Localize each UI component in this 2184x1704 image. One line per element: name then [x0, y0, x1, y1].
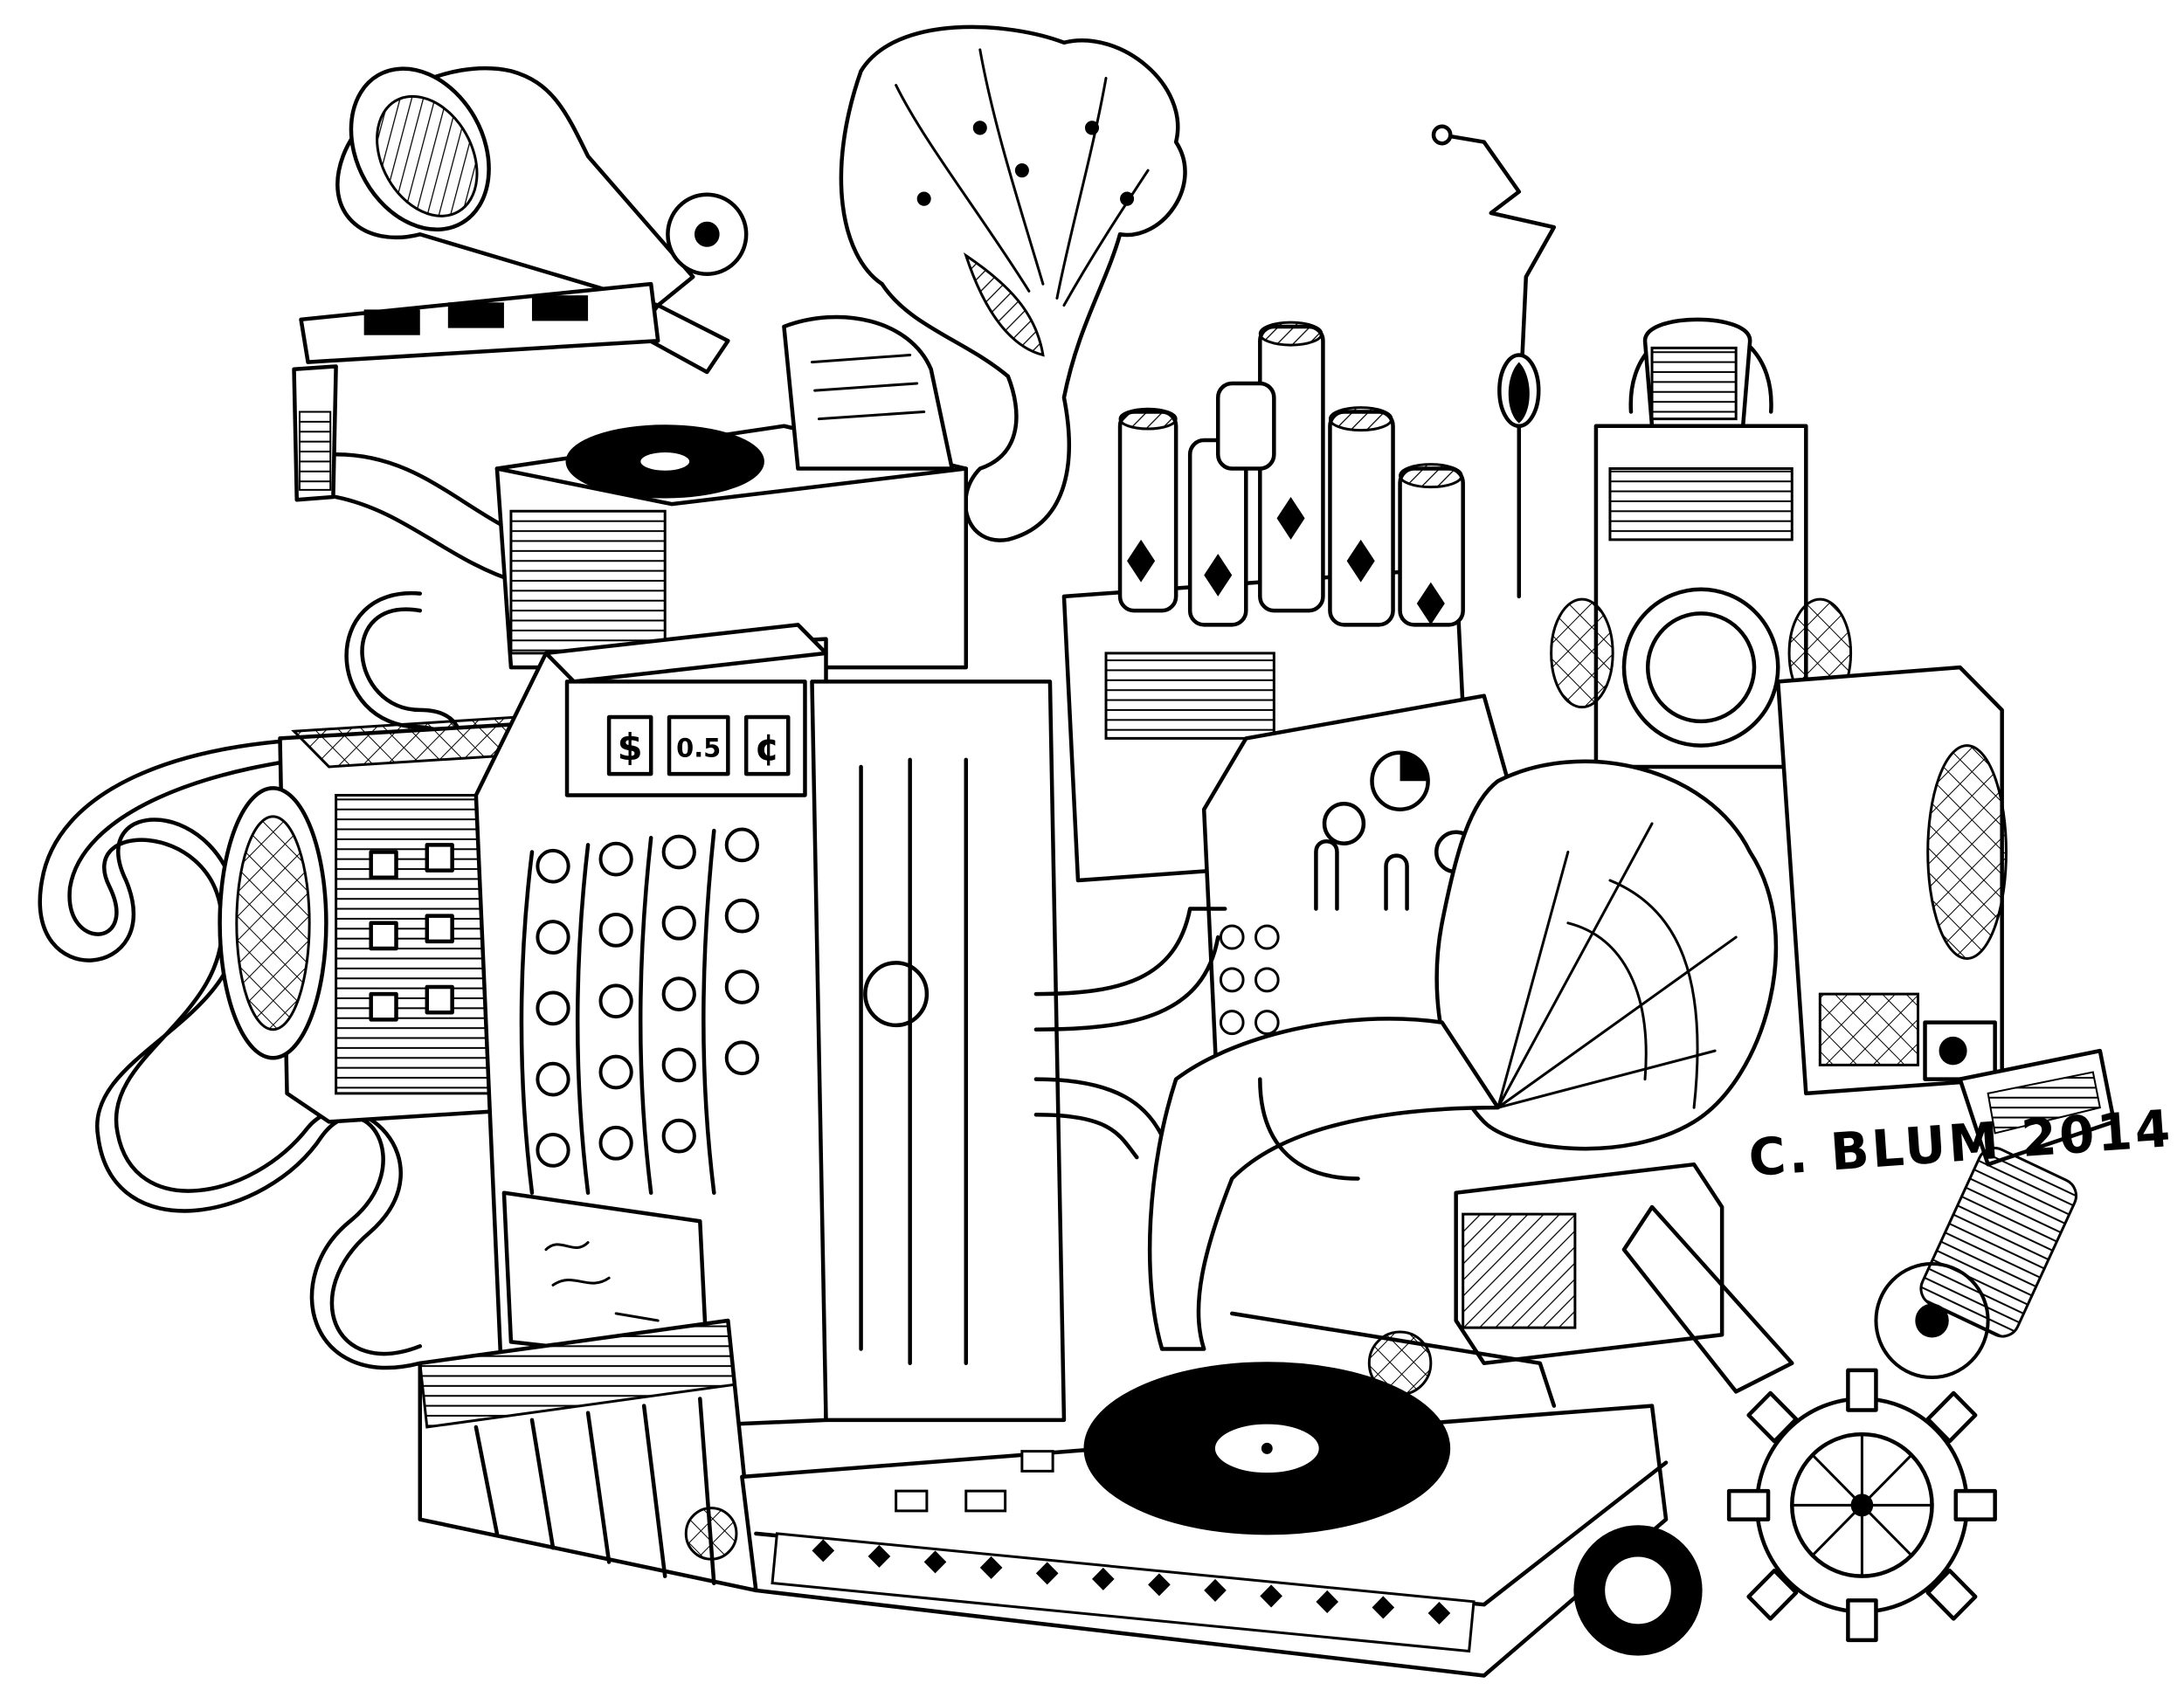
top-gramophone-horn — [841, 27, 1185, 541]
cash-register: $ 0.5 ¢ — [476, 624, 1064, 1434]
right-speaker-box — [1778, 667, 2114, 1164]
register-price-tags: $ 0.5 ¢ — [609, 717, 788, 774]
register-tag-dollar: $ — [618, 726, 643, 769]
artist-signature: C. BLUM 2014 — [1746, 1099, 2174, 1189]
signature-text: C. BLUM 2014 — [1746, 1099, 2174, 1189]
antenna — [1434, 127, 1554, 597]
record-player-box — [497, 317, 966, 667]
right-gramophone-horn — [1150, 762, 1776, 1349]
piano-keys — [420, 1321, 757, 1590]
large-gear — [1729, 1370, 1994, 1640]
turntable — [742, 1314, 1666, 1676]
register-tag-cent: ¢ — [755, 726, 780, 769]
amplifier-box — [1456, 1142, 2082, 1391]
small-gear — [1575, 1527, 1701, 1654]
register-tag-half: 0.5 — [676, 733, 721, 762]
